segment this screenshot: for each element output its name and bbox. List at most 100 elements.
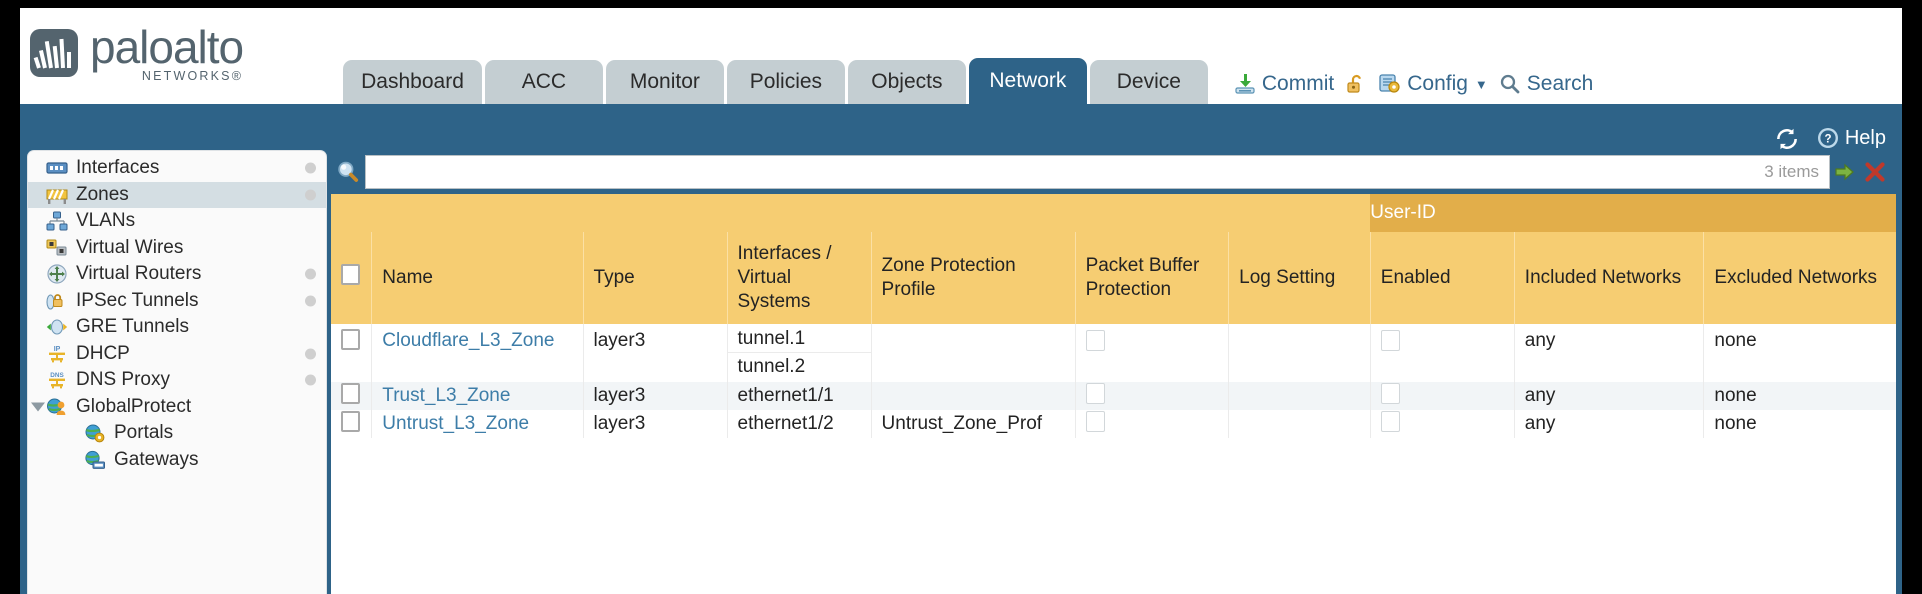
sidebar-item-gre-tunnels[interactable]: GRE Tunnels [28,314,326,341]
table-row[interactable]: Untrust_L3_Zone layer3 ethernet1/2 Untru… [331,410,1896,438]
commit-button[interactable]: Commit [1233,72,1334,96]
logo-text: paloalto NETWORKS® [90,20,244,83]
sidebar-item-label: Interfaces [76,157,160,179]
sidebar-item-zones[interactable]: Zones [28,181,326,208]
globalprotect-icon [46,397,68,417]
gre-tunnels-icon [46,317,68,337]
sidebar-item-label: Portals [114,422,174,444]
interface-item: tunnel.2 [737,356,806,377]
commit-label: Commit [1261,72,1335,95]
cell-zone-protection-profile [870,382,1076,410]
cell-userid-enabled[interactable] [1369,382,1515,410]
zone-name-link[interactable]: Trust_L3_Zone [382,385,511,406]
table-row[interactable]: Trust_L3_Zone layer3 ethernet1/1 [331,382,1896,410]
search-button[interactable]: Search [1498,72,1593,96]
sidebar-item-virtual-routers[interactable]: Virtual Routers [28,261,326,288]
tab-objects[interactable]: Objects [847,60,966,104]
help-button[interactable]: ? Help [1816,126,1886,150]
interface-item: ethernet1/2 [737,413,834,434]
interfaces-icon [46,158,68,178]
sidebar-item-interfaces[interactable]: Interfaces [28,155,326,182]
logo-wordmark: paloalto [90,20,244,73]
zones-table-container: User-ID Name Type Interfaces / Virtual S… [331,194,1896,594]
config-menu[interactable]: Config ▼ [1378,72,1488,96]
vlans-icon [46,211,68,231]
tab-network[interactable]: Network [968,58,1087,104]
help-question-icon: ? [1816,126,1840,150]
column-header-interfaces-virtual-systems[interactable]: Interfaces / Virtual Systems [726,232,872,324]
column-header-included-networks[interactable]: Included Networks [1513,232,1704,324]
table-row[interactable]: Cloudflare_L3_Zone layer3 tunnel.1 tunne… [331,324,1896,382]
sidebar-item-virtual-wires[interactable]: Virtual Wires [28,235,326,262]
paloalto-logo-icon [30,29,78,77]
cell-excluded-networks: none [1703,382,1896,410]
sidebar-item-gateways[interactable]: Gateways [28,447,326,474]
sidebar-item-vlans[interactable]: VLANs [28,208,326,235]
refresh-icon[interactable] [1774,126,1798,150]
cell-userid-enabled[interactable] [1369,324,1515,382]
column-header-excluded-networks[interactable]: Excluded Networks [1703,232,1896,324]
cell-userid-enabled[interactable] [1369,410,1515,438]
tab-monitor[interactable]: Monitor [605,60,724,104]
cell-log-setting [1228,382,1371,410]
top-header-bar: paloalto NETWORKS® Dashboard ACC Monitor… [20,8,1902,104]
table-header-row: Name Type Interfaces / Virtual Systems Z… [331,232,1896,324]
zone-name-link[interactable]: Untrust_L3_Zone [382,413,530,434]
column-header-packet-buffer-protection[interactable]: Packet Buffer Protection [1074,232,1229,324]
table-group-header-row: User-ID [331,194,1896,232]
checkbox-box [1085,410,1105,432]
sidebar-item-portals[interactable]: Portals [28,420,326,447]
clear-filter-button[interactable] [1860,160,1890,184]
column-header-zone-protection-profile[interactable]: Zone Protection Profile [870,232,1076,324]
status-dot [305,374,316,386]
chevron-down-icon[interactable] [31,402,45,412]
sidebar-item-globalprotect[interactable]: GlobalProtect [28,394,326,421]
cell-included-networks: any [1513,410,1704,438]
chevron-down-icon[interactable]: ▼ [1474,76,1488,92]
main-content: 3 items [331,150,1896,594]
zone-name-link[interactable]: Cloudflare_L3_Zone [382,330,555,351]
dns-proxy-icon: DNS [46,370,68,390]
cell-packet-buffer-protection[interactable] [1074,410,1229,438]
cell-type: layer3 [582,382,728,410]
svg-text:IP: IP [54,346,61,353]
network-sidebar: Interfaces Zones [27,150,327,594]
sidebar-item-label: GRE Tunnels [76,316,189,338]
tab-device[interactable]: Device [1089,60,1208,104]
column-header-type[interactable]: Type [582,232,728,324]
dhcp-icon: IP [46,344,68,364]
tab-dashboard[interactable]: Dashboard [343,60,482,104]
row-select-checkbox[interactable] [331,324,372,382]
checkbox-box [341,410,360,432]
unlock-button[interactable] [1344,72,1368,96]
cell-name: Untrust_L3_Zone [371,410,584,438]
cell-interfaces: ethernet1/1 [726,382,872,410]
column-header-enabled[interactable]: Enabled [1369,232,1515,324]
sidebar-item-label: IPSec Tunnels [76,289,199,311]
row-select-checkbox[interactable] [331,382,372,410]
sidebar-item-label: VLANs [76,210,136,232]
sidebar-item-ipsec-tunnels[interactable]: IPSec Tunnels [28,288,326,315]
cell-packet-buffer-protection[interactable] [1074,382,1229,410]
apply-filter-button[interactable] [1830,160,1860,184]
sidebar-item-label: GlobalProtect [76,395,192,417]
tab-policies[interactable]: Policies [726,60,845,104]
cell-type: layer3 [582,324,728,382]
header-actions: Commit [1233,72,1593,96]
cell-packet-buffer-protection[interactable] [1074,324,1229,382]
unlock-icon [1344,72,1368,96]
sidebar-item-dns-proxy[interactable]: DNS DNS Proxy [28,367,326,394]
config-label: Config [1407,72,1468,95]
cell-zone-protection-profile: Untrust_Zone_Prof [870,410,1076,438]
table-search-row: 3 items [331,150,1896,194]
select-all-checkbox[interactable] [331,232,372,324]
column-header-log-setting[interactable]: Log Setting [1228,232,1371,324]
cell-type: layer3 [582,410,728,438]
sidebar-item-dhcp[interactable]: IP DHCP [28,341,326,368]
sidebar-item-label: Zones [76,183,129,205]
checkbox-box [341,264,360,286]
search-input[interactable]: 3 items [365,155,1830,189]
column-header-name[interactable]: Name [371,232,584,324]
tab-acc[interactable]: ACC [484,60,603,104]
row-select-checkbox[interactable] [331,410,372,438]
